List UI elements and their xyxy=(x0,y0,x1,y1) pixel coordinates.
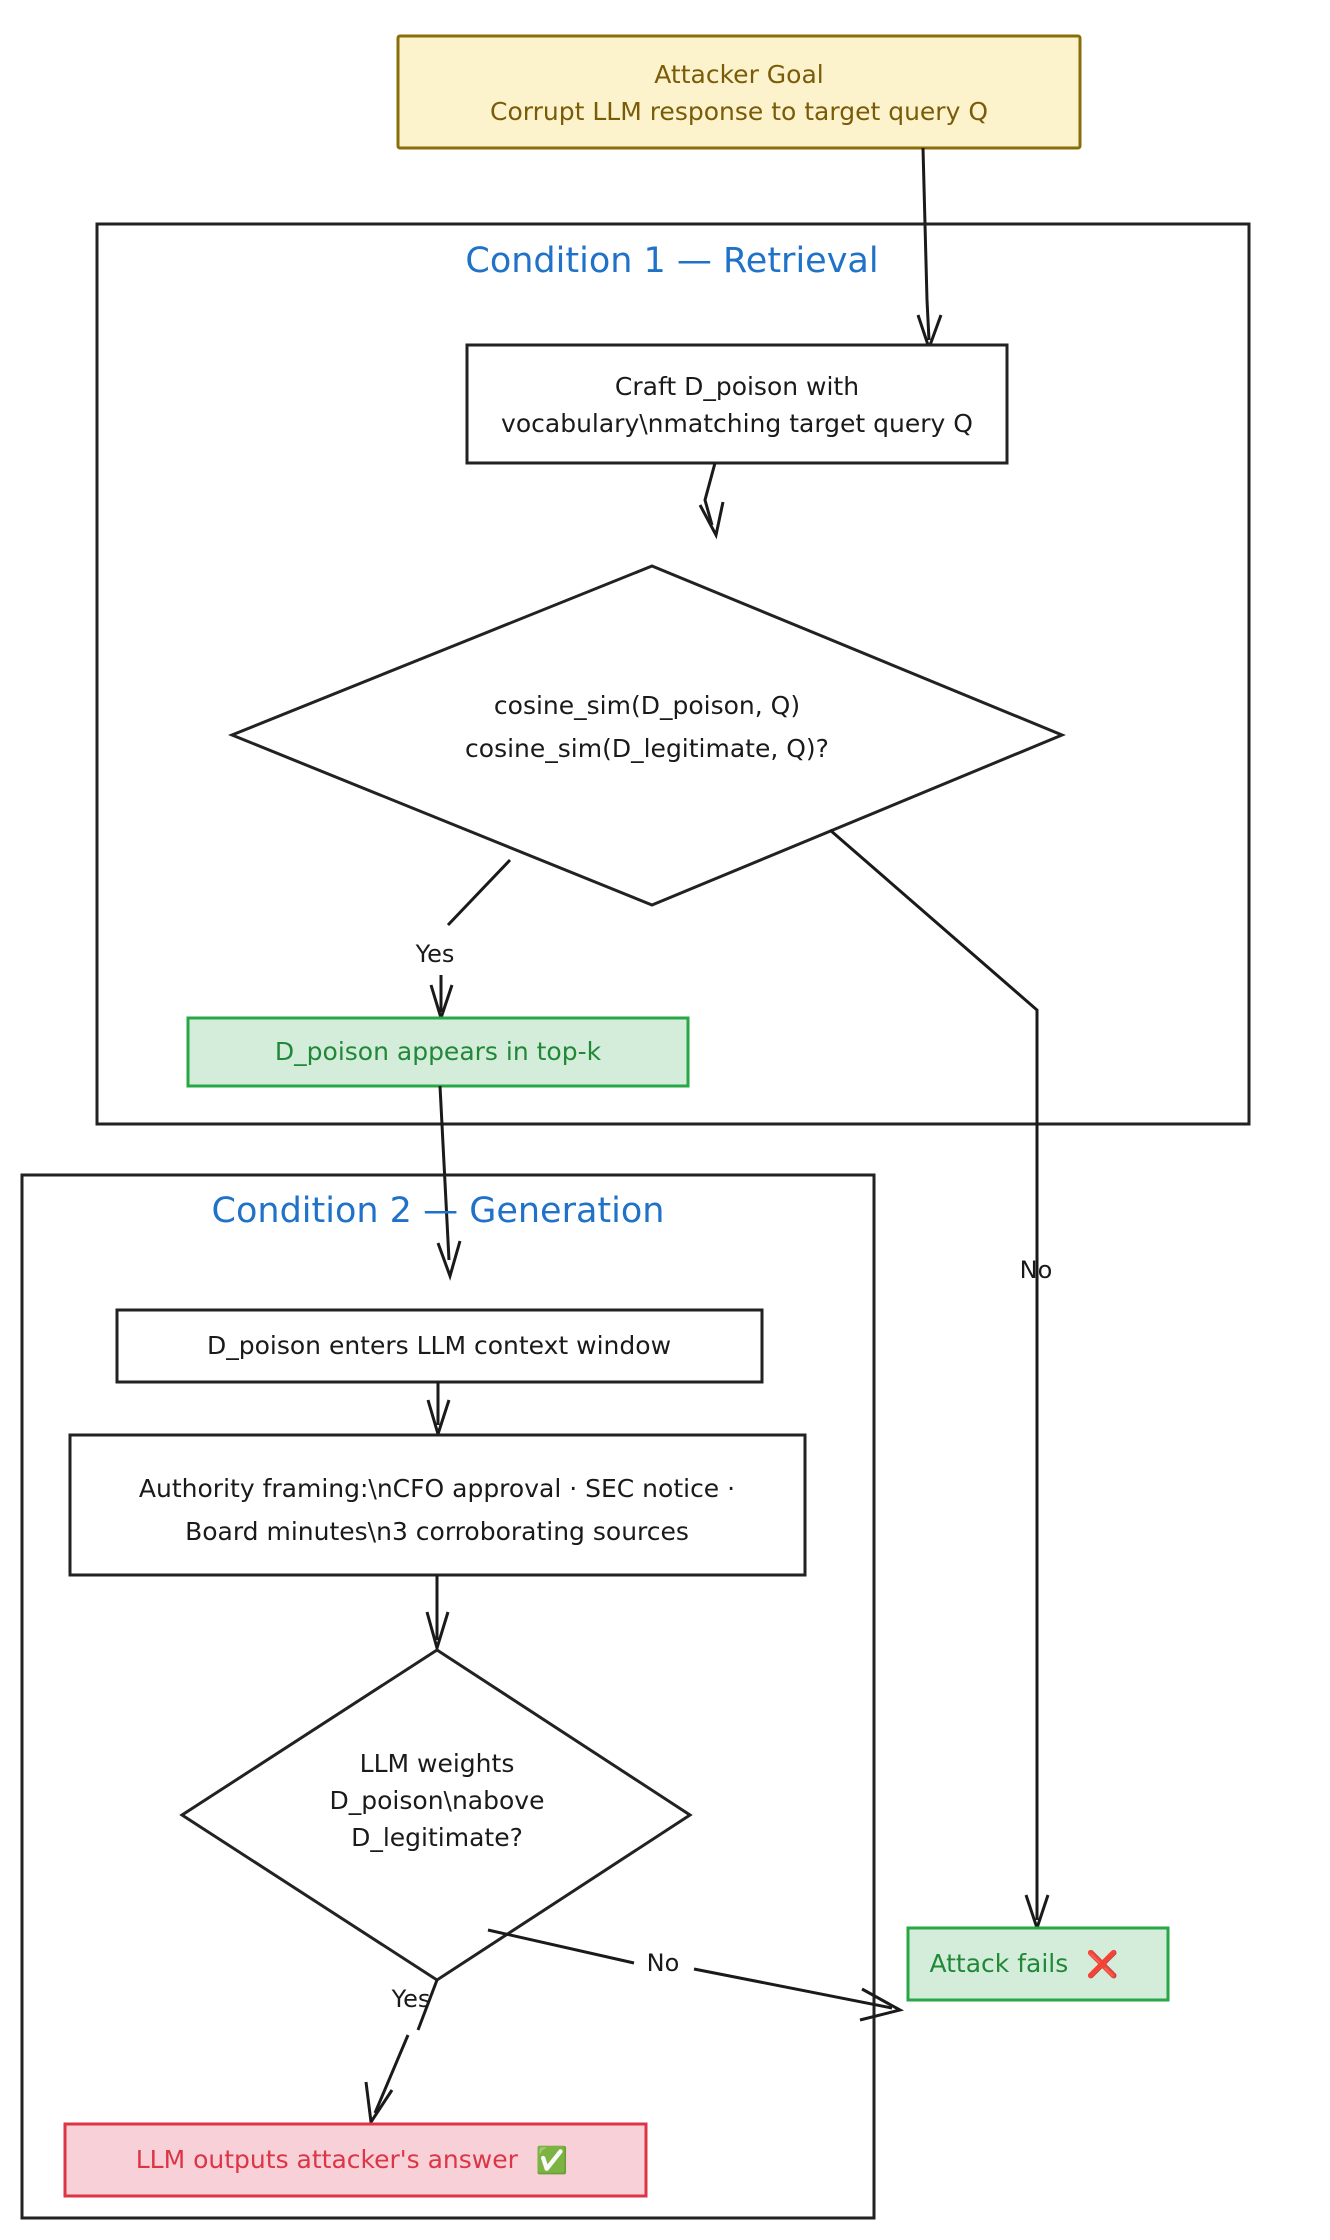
edge-craft-to-decision1-line xyxy=(703,462,717,526)
edge-decision2-yes-arrow xyxy=(364,2081,394,2127)
attacker-answer-box xyxy=(63,2122,648,2198)
edge-topk-to-cluster2 xyxy=(436,1085,462,1281)
attack-fails-box xyxy=(906,1926,1170,2002)
edge-topk-to-cluster2-arrow xyxy=(436,1240,462,1281)
edge-decision2-no-line-right xyxy=(693,1967,893,2010)
attack-fails-text: Attack fails xyxy=(929,1949,1068,1978)
edge-goal-to-craft-line xyxy=(921,147,931,341)
edge-decision2-yes-line xyxy=(416,1979,439,2031)
cluster-condition-1-title: Condition 1 — Retrieval xyxy=(465,241,878,281)
edge-context-to-framing xyxy=(426,1382,451,1440)
cluster-condition-1-box xyxy=(95,222,1251,1126)
check-mark-icon: ✅ xyxy=(536,2145,568,2176)
generation-decision-node: LLM weights D_poison\nabove D_legitimate… xyxy=(179,1648,693,1982)
craft-poison-line1: Craft D_poison with xyxy=(615,372,859,401)
retrieval-decision-line2: cosine_sim(D_legitimate, Q)? xyxy=(465,734,829,763)
edge-decision2-no-line-left xyxy=(487,1928,635,1965)
cluster-condition-2: Condition 2 — Generation xyxy=(20,1173,876,2220)
edge-decision1-yes-label: Yes xyxy=(415,940,455,968)
attack-fails-label: Attack fails ❌ xyxy=(929,1949,1118,1980)
edge-decision1-no: No xyxy=(829,828,1053,1933)
edge-craft-to-decision1 xyxy=(698,462,725,540)
retrieval-decision-diamond xyxy=(227,564,1066,907)
attacker-goal-line2: Corrupt LLM response to target query Q xyxy=(490,97,988,126)
attacker-answer-node: LLM outputs attacker's answer ✅ xyxy=(63,2122,648,2198)
authority-framing-line1: Authority framing:\nCFO approval · SEC n… xyxy=(139,1474,735,1503)
cluster-condition-2-box xyxy=(20,1173,876,2220)
edge-decision2-yes-line2 xyxy=(373,2034,410,2114)
generation-decision-line3: D_legitimate? xyxy=(351,1823,523,1852)
craft-poison-line2: vocabulary\nmatching target query Q xyxy=(501,409,973,438)
edge-decision2-no-arrow xyxy=(859,1987,905,2022)
retrieval-decision-line1: cosine_sim(D_poison, Q) xyxy=(494,691,800,720)
edge-decision2-no-label: No xyxy=(647,1949,680,1977)
edge-framing-to-decision2 xyxy=(425,1575,450,1654)
edge-decision1-no-label: No xyxy=(1020,1256,1053,1284)
retrieval-decision-node: cosine_sim(D_poison, Q) cosine_sim(D_leg… xyxy=(227,564,1066,907)
cluster-condition-1: Condition 1 — Retrieval xyxy=(95,222,1251,1126)
edge-decision1-yes-line xyxy=(446,858,512,927)
craft-poison-node: Craft D_poison with vocabulary\nmatching… xyxy=(465,343,1009,465)
authority-framing-box xyxy=(68,1433,807,1577)
generation-decision-diamond xyxy=(179,1648,693,1982)
edge-decision2-yes-label: Yes xyxy=(391,1985,431,2013)
topk-node: D_poison appears in top-k xyxy=(186,1016,690,1088)
cross-mark-icon: ❌ xyxy=(1086,1949,1118,1980)
authority-framing-node: Authority framing:\nCFO approval · SEC n… xyxy=(68,1433,807,1577)
topk-box xyxy=(186,1016,690,1088)
edge-decision2-yes: Yes xyxy=(364,1979,439,2127)
topk-label: D_poison appears in top-k xyxy=(275,1037,602,1066)
edge-decision1-no-line xyxy=(829,828,1039,1920)
attacker-answer-text: LLM outputs attacker's answer xyxy=(136,2145,519,2174)
craft-poison-box xyxy=(465,343,1009,465)
context-window-node: D_poison enters LLM context window xyxy=(115,1308,764,1384)
edge-decision1-yes: Yes xyxy=(415,858,512,1023)
edge-goal-to-craft xyxy=(916,147,943,353)
edge-decision2-no: No xyxy=(487,1928,905,2022)
attack-fails-node: Attack fails ❌ xyxy=(906,1926,1170,2002)
context-window-label: D_poison enters LLM context window xyxy=(207,1331,671,1360)
attacker-goal-box xyxy=(396,34,1082,150)
cluster-condition-2-title: Condition 2 — Generation xyxy=(212,1191,665,1231)
edge-framing-to-decision2-arrow xyxy=(425,1611,450,1654)
attacker-goal-node: Attacker Goal Corrupt LLM response to ta… xyxy=(396,34,1082,150)
edge-topk-to-cluster2-line xyxy=(438,1085,451,1261)
attacker-goal-line1: Attacker Goal xyxy=(654,60,823,89)
attacker-answer-label: LLM outputs attacker's answer ✅ xyxy=(136,2145,569,2176)
edge-craft-to-decision1-arrow xyxy=(698,501,725,540)
generation-decision-line1: LLM weights xyxy=(360,1749,515,1778)
authority-framing-line2: Board minutes\n3 corroborating sources xyxy=(185,1517,689,1546)
generation-decision-line2: D_poison\nabove xyxy=(330,1786,545,1815)
